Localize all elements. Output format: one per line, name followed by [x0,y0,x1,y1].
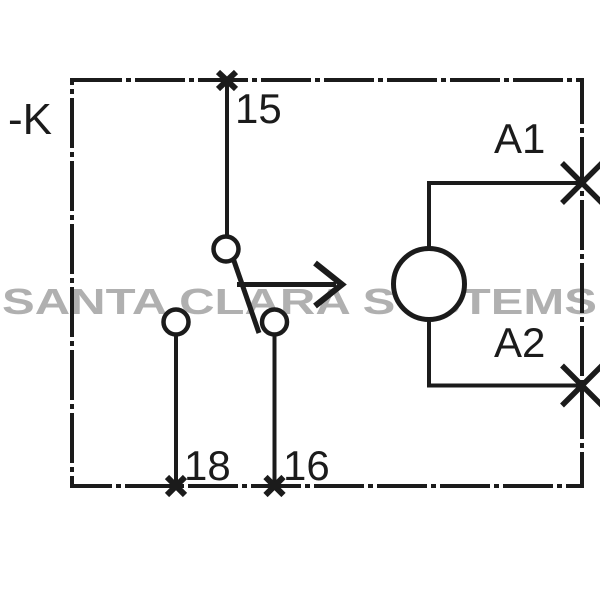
terminal-15-label: 15 [235,85,282,132]
contact-pivot-circle-15 [211,234,241,264]
terminal-18-cross-icon [164,474,188,498]
terminal-16-cross-icon [263,474,286,498]
switch-blade [231,258,262,334]
terminal-a2-cross-icon [560,363,600,408]
contact-circle-18 [161,307,191,337]
terminal-16-label: 16 [283,442,330,489]
terminal-18-label: 18 [184,442,231,489]
terminal-a1-cross-icon [560,161,600,205]
watermark-text: SANTA CLARA SYSTEMS [2,281,597,322]
terminal-a2-label: A2 [494,319,545,366]
coil-a2-wire [427,319,582,388]
terminal-a1-label: A1 [494,115,545,162]
contact-circle-16 [259,307,290,337]
relay-coil-circle [391,246,467,322]
coil-a1-wire [427,181,582,249]
terminal-15-cross-icon [215,69,239,92]
device-designator-label: -K [8,95,52,144]
actuator-arrow-head-icon [313,260,347,309]
enclosure-border [70,78,584,488]
